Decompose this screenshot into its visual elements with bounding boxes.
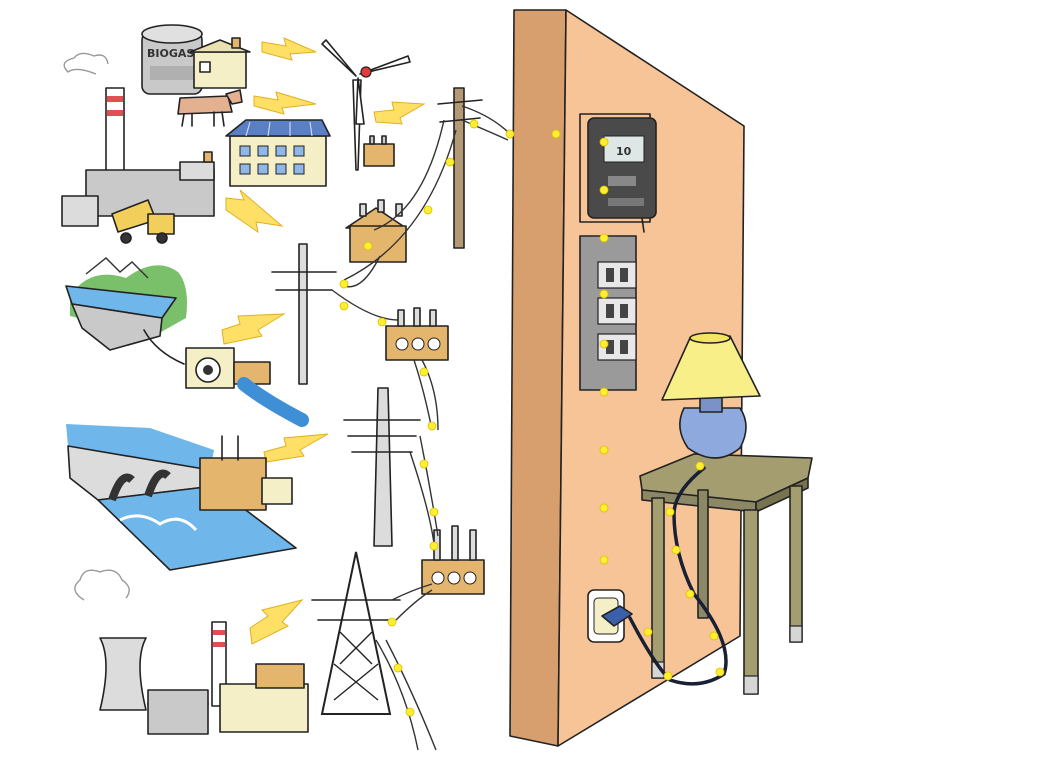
biogas-label: BIOGAS (147, 47, 194, 60)
lightning-bolt-icon (253, 91, 317, 115)
cow-icon (177, 89, 243, 127)
utility-pole-icon (437, 87, 483, 249)
lightning-bolt-icon (373, 101, 426, 125)
plug-icon (601, 605, 633, 627)
transformer-icon (385, 307, 449, 361)
solar-building-icon (225, 119, 331, 187)
side-table-icon (639, 453, 813, 695)
lightning-bolt-icon (263, 433, 329, 463)
lightning-bolt-icon (221, 313, 286, 345)
wind-turbine-icon (321, 39, 411, 171)
lightning-bolt-icon (225, 189, 284, 234)
dump-truck-icon (111, 199, 175, 244)
transformer-icon (421, 525, 485, 595)
lightning-bolt-icon (249, 599, 304, 645)
biogas-plant-icon: BIOGAS (141, 24, 251, 95)
thermal-power-plant-icon (61, 52, 215, 227)
table-lamp-icon (661, 332, 761, 459)
energy-flow-bolts (221, 37, 426, 645)
nuclear-plant-icon (74, 569, 309, 735)
dam-icon (66, 424, 297, 571)
lightning-bolt-icon (261, 37, 317, 61)
current-dots (339, 119, 725, 717)
transmission-tower-icon (311, 551, 401, 715)
hydro-plant-icon (65, 257, 309, 427)
transmission-tower-icon (343, 387, 421, 547)
electricity-meter-icon: 10 (579, 113, 657, 233)
utility-pole-icon (271, 243, 337, 385)
breaker-panel-icon (579, 235, 637, 391)
meter-reading: 10 (616, 145, 632, 158)
power-lines (331, 105, 511, 751)
transformer-icon (345, 199, 407, 263)
